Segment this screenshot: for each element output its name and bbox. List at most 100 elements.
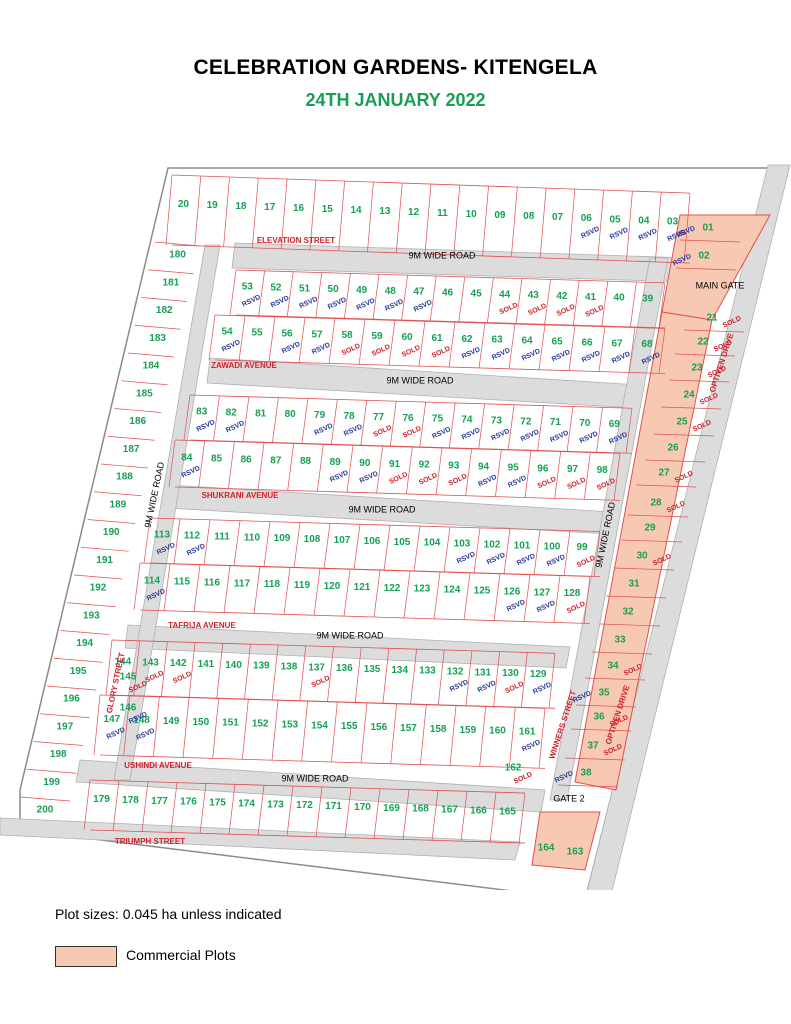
plot-number: 180 <box>169 250 186 261</box>
plot-line <box>328 318 336 364</box>
plot-number: 114 <box>144 576 161 587</box>
plot-line <box>214 314 666 329</box>
plot-line <box>538 324 546 370</box>
plot-number: 08 <box>523 211 535 222</box>
plot-number: 20 <box>178 199 190 210</box>
plot-line <box>613 453 621 501</box>
plot-number: 122 <box>384 583 401 594</box>
plot-line <box>141 781 149 832</box>
plot-line <box>405 447 413 495</box>
plot-number: 51 <box>299 283 311 294</box>
plot-number: 165 <box>499 806 516 817</box>
plot-line <box>449 705 457 766</box>
plot-line <box>494 449 502 497</box>
plot-number: 164 <box>538 843 555 854</box>
plot-line <box>605 595 667 599</box>
plot-number: 65 <box>551 336 563 347</box>
plot-line <box>168 439 176 488</box>
commercial-plot-number: 29 <box>644 523 656 534</box>
plot-number: 74 <box>461 415 473 426</box>
plot-number: 175 <box>209 798 226 809</box>
plot-number: 176 <box>180 797 197 808</box>
plot-number: 72 <box>520 416 532 427</box>
plot-number: 167 <box>441 805 458 816</box>
plot-number: 171 <box>325 801 342 812</box>
plot-line <box>568 325 576 371</box>
plot-line <box>94 491 142 497</box>
plot-number: 12 <box>408 207 420 218</box>
plot-number: 76 <box>402 413 414 424</box>
plot-number: 88 <box>300 456 312 467</box>
plot-line <box>316 444 324 492</box>
plot-line <box>343 569 351 617</box>
plot-number: 91 <box>389 459 401 470</box>
commercial-plot-number: 23 <box>691 363 703 374</box>
plot-number: 105 <box>394 537 411 548</box>
plot-line <box>152 696 160 757</box>
plot-number: 129 <box>530 669 547 680</box>
plot-number: 191 <box>96 555 113 566</box>
plot-number: 68 <box>641 339 653 350</box>
plot-number: 130 <box>502 668 519 679</box>
plot-number: 185 <box>136 388 153 399</box>
plot-line <box>272 397 279 443</box>
plot-line <box>539 188 547 259</box>
plot-number: 186 <box>129 416 146 427</box>
plot-line <box>203 519 211 565</box>
plot-number: 146 <box>120 703 137 714</box>
plot-line <box>286 271 294 317</box>
plot-line <box>89 779 526 794</box>
plot-line <box>19 796 71 802</box>
plot-line <box>183 394 191 441</box>
plot-number: 162 <box>505 763 522 774</box>
plot-number: 188 <box>116 472 133 483</box>
plot-line <box>503 528 511 574</box>
plot-number: 19 <box>207 200 219 211</box>
plot-line <box>198 440 206 488</box>
plot-number: 17 <box>264 202 276 213</box>
plot-number: 118 <box>264 579 281 590</box>
commercial-plot-number: 38 <box>580 768 592 779</box>
plot-line <box>598 326 606 372</box>
plot-line <box>510 187 518 258</box>
plot-number: 66 <box>581 337 593 348</box>
plot-number: 140 <box>225 660 242 671</box>
plot-number: 53 <box>242 282 254 293</box>
plot-line <box>563 530 571 576</box>
plot-number: 151 <box>222 718 239 729</box>
plot-number: 96 <box>537 463 549 474</box>
plot-line <box>100 463 149 469</box>
plot-number: 159 <box>459 725 476 736</box>
plot-number: 177 <box>151 796 168 807</box>
plot-line <box>630 281 637 328</box>
plot-number: 67 <box>611 338 623 349</box>
plot-line <box>134 324 181 330</box>
plot-number: 95 <box>508 462 520 473</box>
plot-line <box>482 186 489 257</box>
plot-line <box>235 269 666 284</box>
plot-line <box>139 609 591 624</box>
plot-number: 47 <box>413 287 425 298</box>
plot-number: 198 <box>50 749 67 760</box>
plot-number: 18 <box>235 201 247 212</box>
plot-line <box>401 275 408 321</box>
plot-number: 62 <box>461 334 473 345</box>
plot-line <box>208 314 216 361</box>
plot-line <box>174 439 621 454</box>
plot-line <box>544 279 551 325</box>
plot-number: 50 <box>328 284 340 295</box>
plot-number: 172 <box>296 800 313 811</box>
plot-line <box>173 518 181 564</box>
plot-line <box>395 183 403 254</box>
plot-line <box>628 327 636 373</box>
plot-number: 155 <box>341 721 358 732</box>
plot-number: 106 <box>364 536 381 547</box>
plot-line <box>229 269 237 316</box>
street-name: ZAWADI AVENUE <box>211 361 277 370</box>
plot-number: 149 <box>163 716 180 727</box>
plot-number: 110 <box>244 532 261 543</box>
plot-number: 135 <box>364 664 381 675</box>
plot-line <box>473 527 481 573</box>
road-label: 9M WIDE ROAD <box>408 250 476 260</box>
plot-number: 89 <box>330 457 342 468</box>
